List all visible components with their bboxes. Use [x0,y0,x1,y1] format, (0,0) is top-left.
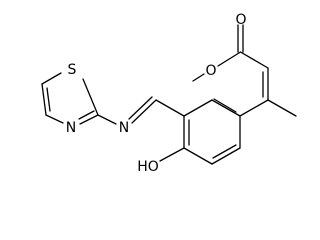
structure-drawing: O O HO N N S [41,12,297,175]
bond-c4a-c8a-inner [213,98,237,113]
bond-c8-ch [155,99,185,117]
bond-c4-c4a [239,99,269,117]
bond-c2-s [82,78,99,116]
bond-c2-o1 [217,51,242,67]
bond-n-thiazole [97,114,117,125]
atom-carbonyl-oxygen: O [235,12,246,28]
thiazole-ring [41,72,99,125]
imine-linker [97,96,185,125]
atom-thiazole-nitrogen: N [66,120,76,136]
bond-o1-c8a [192,73,205,82]
atom-imine-nitrogen: N [119,120,129,136]
bond-n3-c2-inner [78,110,95,120]
bond-n3-c2 [79,114,99,125]
bond-c7-c6 [183,147,213,165]
molecule-canvas: O O HO N N S [41,12,297,175]
bond-c2-c3 [239,51,269,69]
pyranone-ring [192,24,297,117]
bond-s-c5 [41,72,62,85]
bond-c5-c4-inner [46,87,51,112]
bond-c8a-c8 [183,99,213,117]
bond-c6-c5 [211,147,241,165]
bond-c4-n3 [45,114,64,124]
hydroxyl-bond [159,147,185,162]
imine-double-bond-2 [128,96,153,120]
bond-c5-c4 [41,83,47,116]
bond-c4a-c8a [211,99,241,117]
benzene-ring [159,98,241,165]
methyl-bond [267,99,297,117]
atom-thiazole-sulfur: S [68,62,77,78]
atom-ring-oxygen: O [205,63,216,79]
bond-c6-c5-inner [212,144,237,159]
atom-labels: O O HO N N S [66,12,247,175]
atom-hydroxyl: HO [137,159,159,175]
imine-double-bond-1 [131,99,157,124]
